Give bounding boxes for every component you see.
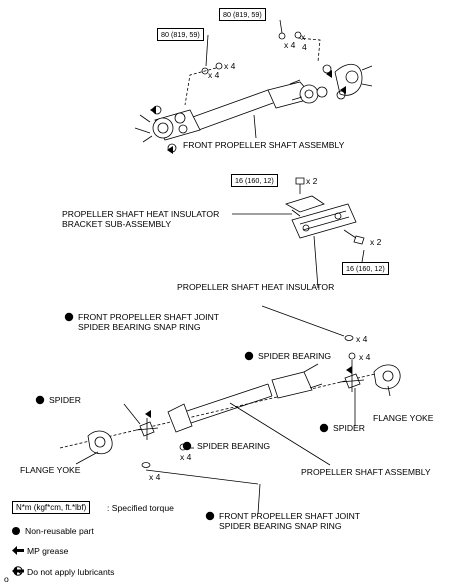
qty-right-a: x 4 (284, 40, 296, 50)
flange-yoke-left-label: FLANGE YOKE (20, 465, 81, 475)
torque-spec-insulator-bottom: 16 (160, 12) (342, 262, 389, 275)
legend-mp-grease-text: MP grease (27, 546, 69, 556)
heat-insulator-label: PROPELLER SHAFT HEAT INSULATOR (177, 282, 335, 292)
non-reusable-icon (12, 527, 20, 535)
mp-grease-icon (12, 546, 24, 555)
qty-insulator-top: x 2 (306, 176, 318, 186)
spider-right-label: SPIDER (333, 423, 365, 433)
qty-bearing-top: x 4 (359, 352, 371, 362)
snap-ring-top-line1: FRONT PROPELLER SHAFT JOINT (78, 312, 220, 322)
legend-no-lubricant: Do not apply lubricants (12, 566, 114, 577)
front-propeller-shaft-assembly-drawing (134, 19, 373, 154)
qty-left: x 4 (224, 61, 236, 71)
snap-ring-bottom-line2: SPIDER BEARING SNAP RING (219, 521, 342, 531)
torque-spec-insulator-top: 16 (160, 12) (231, 174, 278, 187)
exploded-shaft-drawing (59, 305, 401, 515)
snap-ring-bottom-line1: FRONT PROPELLER SHAFT JOINT (219, 511, 361, 521)
heat-insulator-drawing (232, 177, 365, 289)
spider-bearing-bottom-label: SPIDER BEARING (197, 441, 271, 451)
legend-no-lubricant-text: Do not apply lubricants (27, 567, 115, 577)
propeller-shaft-assembly-label: PROPELLER SHAFT ASSEMBLY (301, 467, 431, 477)
qty-snap-bottom: x 4 (149, 472, 161, 482)
spider-bearing-top-label: SPIDER BEARING (258, 351, 332, 361)
spider-left-label: SPIDER (49, 395, 81, 405)
legend-non-reusable-text: Non-reusable part (25, 526, 94, 536)
qty-insulator-bottom: x 2 (370, 237, 382, 247)
qty-bottom-left: x 4 (208, 70, 220, 80)
legend-mp-grease: MP grease (12, 546, 68, 556)
flange-yoke-right-label: FLANGE YOKE (373, 413, 434, 423)
qty-right-b: x (301, 32, 306, 42)
torque-spec-left: 80 (819, 59) (157, 28, 204, 41)
torque-spec-right: 80 (819, 59) (219, 8, 266, 21)
legend-non-reusable: Non-reusable part (12, 526, 94, 536)
bracket-label-line2: BRACKET SUB-ASSEMBLY (62, 219, 172, 229)
no-lubricant-icon (12, 566, 24, 576)
page-marker: o (4, 574, 9, 584)
qty-snap-top: x 4 (356, 334, 368, 344)
legend-torque-desc: : Specified torque (107, 503, 174, 513)
snap-ring-top-line2: SPIDER BEARING SNAP RING (78, 322, 201, 332)
qty-bearing-bottom: x 4 (180, 452, 192, 462)
qty-right-c: 4 (302, 42, 307, 52)
bracket-label-line1: PROPELLER SHAFT HEAT INSULATOR (62, 209, 220, 219)
front-propeller-shaft-assembly-label: FRONT PROPELLER SHAFT ASSEMBLY (183, 140, 345, 150)
legend-torque-unit: N*m (kgf*cm, ft.*lbf) (12, 501, 91, 514)
